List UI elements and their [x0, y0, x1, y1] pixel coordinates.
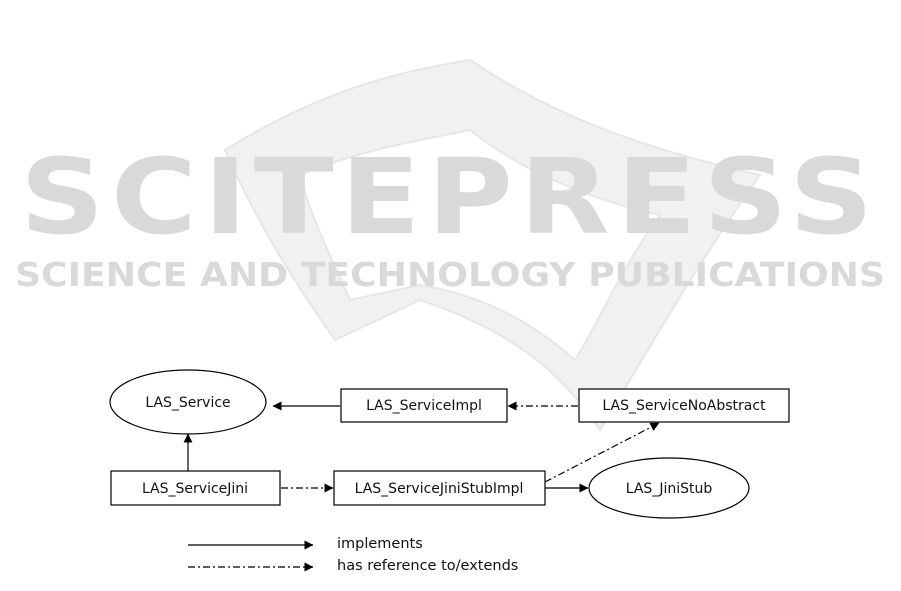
watermark-subtitle: SCIENCE AND TECHNOLOGY PUBLICATIONS [15, 255, 885, 294]
node-las-service-no-abstract: LAS_ServiceNoAbstract [579, 389, 789, 422]
node-las-jini-stub-label: LAS_JiniStub [626, 481, 713, 497]
node-las-service-no-abstract-label: LAS_ServiceNoAbstract [602, 398, 766, 414]
watermark-title: SCITEPRESS [20, 136, 880, 258]
node-las-service-jini: LAS_ServiceJini [111, 471, 280, 505]
node-las-service-label: LAS_Service [145, 395, 230, 411]
node-las-service-impl: LAS_ServiceImpl [341, 389, 507, 422]
legend-dashdot-label: has reference to/extends [337, 558, 518, 574]
node-las-service-jini-stub-impl: LAS_ServiceJiniStubImpl [334, 471, 545, 505]
node-las-service: LAS_Service [110, 370, 266, 434]
legend: implements has reference to/extends [188, 536, 518, 574]
legend-solid-label: implements [337, 536, 423, 552]
node-las-service-jini-stub-impl-label: LAS_ServiceJiniStubImpl [355, 481, 524, 497]
node-las-service-impl-label: LAS_ServiceImpl [366, 398, 482, 414]
node-las-jini-stub: LAS_JiniStub [589, 458, 749, 518]
node-las-service-jini-label: LAS_ServiceJini [142, 481, 248, 497]
